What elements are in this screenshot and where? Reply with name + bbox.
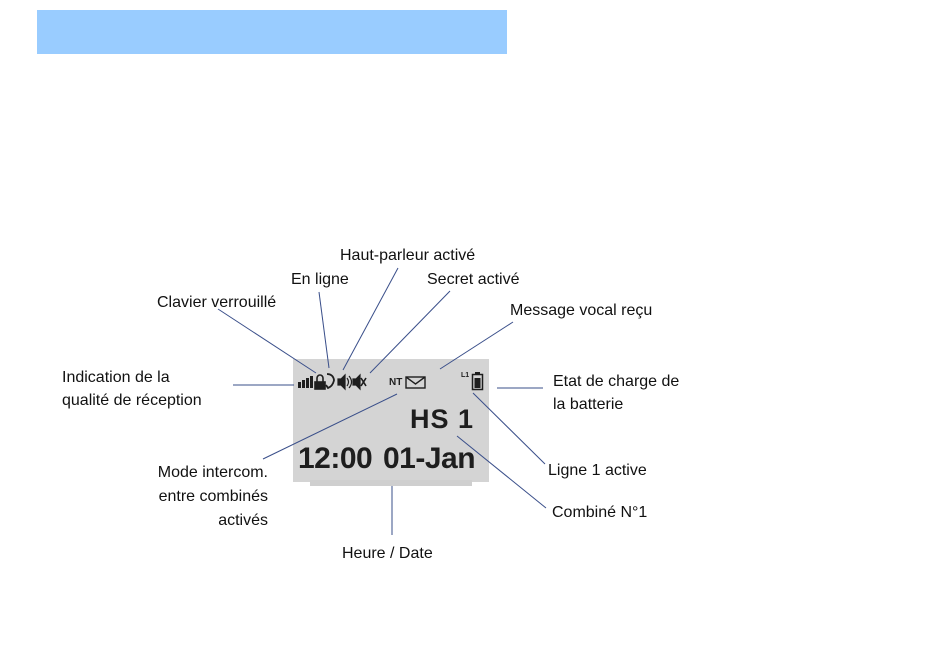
- leader-online: [319, 292, 329, 368]
- label-signal-2: qualité de réception: [62, 390, 202, 412]
- leader-voicemail: [440, 322, 513, 369]
- label-voicemail: Message vocal reçu: [510, 300, 652, 322]
- envelope-icon: [406, 377, 425, 388]
- label-mute-on: Secret activé: [427, 269, 519, 291]
- label-battery-1: Etat de charge de: [553, 371, 679, 393]
- padlock-icon: [315, 375, 325, 389]
- leader-keypad: [218, 309, 316, 373]
- battery-icon: [473, 372, 483, 390]
- label-keypad-locked: Clavier verrouillé: [157, 292, 276, 314]
- signal-bars-icon: [298, 376, 313, 388]
- label-intercom-3: activés: [118, 510, 268, 532]
- speaker-icon: [338, 375, 352, 389]
- label-signal-1: Indication de la: [62, 367, 170, 389]
- label-on-line: En ligne: [291, 269, 349, 291]
- label-intercom-1: Mode intercom.: [118, 462, 268, 484]
- leader-intercom: [263, 394, 397, 459]
- label-speaker-on: Haut-parleur activé: [340, 245, 475, 267]
- label-intercom-2: entre combinés: [118, 486, 268, 508]
- label-line1: Ligne 1 active: [548, 460, 647, 482]
- mute-icon: [353, 375, 366, 389]
- leader-handset: [457, 436, 546, 508]
- label-time-date: Heure / Date: [342, 543, 433, 565]
- label-battery-2: la batterie: [553, 394, 623, 416]
- label-handset-no: Combiné N°1: [552, 502, 647, 524]
- leader-speaker: [343, 268, 398, 370]
- handset-icon: [326, 374, 334, 388]
- leader-mute: [370, 291, 450, 373]
- leader-line1: [473, 393, 545, 464]
